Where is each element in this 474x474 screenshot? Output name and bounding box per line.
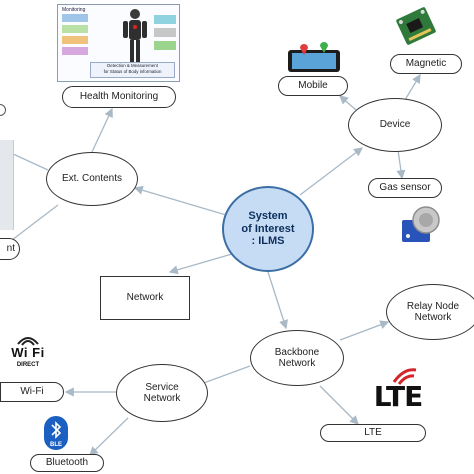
backbone-line-2: Network [278,358,316,369]
sensor-icons-column [154,15,176,50]
ext-contents-node[interactable]: Ext. Contents [46,152,138,206]
lte-word: LTE [373,380,423,413]
magnetic-sensor-board-icon [396,7,436,45]
edge-device-gas [396,149,406,180]
gas-sensor-node[interactable]: Gas sensor [368,178,442,198]
wifi-label: Wi-Fi [20,386,44,398]
gas-sensor-label: Gas sensor [379,182,431,194]
wifi-node[interactable]: Wi-Fi [0,382,64,402]
partial-left-node: nt [0,238,20,260]
bluetooth-node[interactable]: Bluetooth [30,454,104,472]
edge-device-mobile [339,95,357,111]
caption-line-2: for Status of Body information [103,69,162,74]
wifi-direct-logo: Wi Fi DIRECT [6,334,50,378]
ext-contents-label: Ext. Contents [61,173,123,185]
center-line-2: of Interest [241,222,295,235]
network-label: Network [126,292,164,304]
relay-node-network-node[interactable]: Relay Node Network [386,284,474,340]
lte-label: LTE [364,427,382,439]
mobile-label: Mobile [298,80,328,92]
caption-box: Detection & Measurement for Status of Bo… [90,62,175,78]
service-line-1: Service [145,381,179,393]
lte-signal-icon [392,368,417,385]
mobile-node[interactable]: Mobile [278,76,348,96]
mobile-phone-icon [288,42,340,72]
device-icons-column [62,14,88,64]
bluetooth-icon [51,421,62,439]
lte-node[interactable]: LTE [320,424,426,442]
partial-left-panel [0,140,14,230]
health-monitoring-image: Monitoring Detection & Measurement for S… [57,4,180,82]
health-monitoring-node[interactable]: Health Monitoring [62,86,176,108]
relay-line-2: Network [414,312,452,323]
monitoring-label: Monitoring [62,7,86,13]
backbone-line-1: Backbone [274,346,320,358]
wifi-direct-sub: DIRECT [16,362,40,368]
relay-line-1: Relay Node [406,300,460,312]
wifi-signal-icon [17,337,39,346]
bluetooth-logo: BLE [44,416,68,450]
center-line-1: System [248,210,288,223]
edge-ext-health [91,107,113,153]
device-node[interactable]: Device [348,98,442,152]
lte-logo: LTE [368,364,428,416]
edge-backbone-lte [319,385,359,425]
gas-sensor-module-icon [402,206,440,242]
service-network-node[interactable]: Service Network [116,364,208,422]
edge-service-bluetooth [89,417,129,456]
edge-ext-left2 [11,204,59,241]
partial-left-label: nt [6,243,15,255]
edge-center-device [299,147,364,196]
ble-word: BLE [50,442,62,448]
system-of-interest-node[interactable]: System of Interest : ILMS [222,186,314,272]
edge-center-network [168,253,233,275]
health-monitoring-label: Health Monitoring [79,91,159,103]
magnetic-label: Magnetic [405,58,447,70]
device-label: Device [379,119,411,131]
network-node[interactable]: Network [100,276,190,320]
edge-center-ext [133,185,227,216]
body-figure-icon [123,9,147,62]
edge-device-magnetic [404,73,421,101]
backbone-network-node[interactable]: Backbone Network [250,330,344,386]
magnetic-node[interactable]: Magnetic [390,54,462,74]
center-line-3: : ILMS [251,235,285,248]
edge-backbone-relay [339,320,390,341]
bluetooth-label: Bluetooth [45,457,89,469]
caption-line-1: Detection & Measurement [107,63,158,68]
wifi-word: Wi Fi [11,345,45,360]
edge-center-backbone [267,271,288,330]
service-line-2: Network [143,393,181,404]
